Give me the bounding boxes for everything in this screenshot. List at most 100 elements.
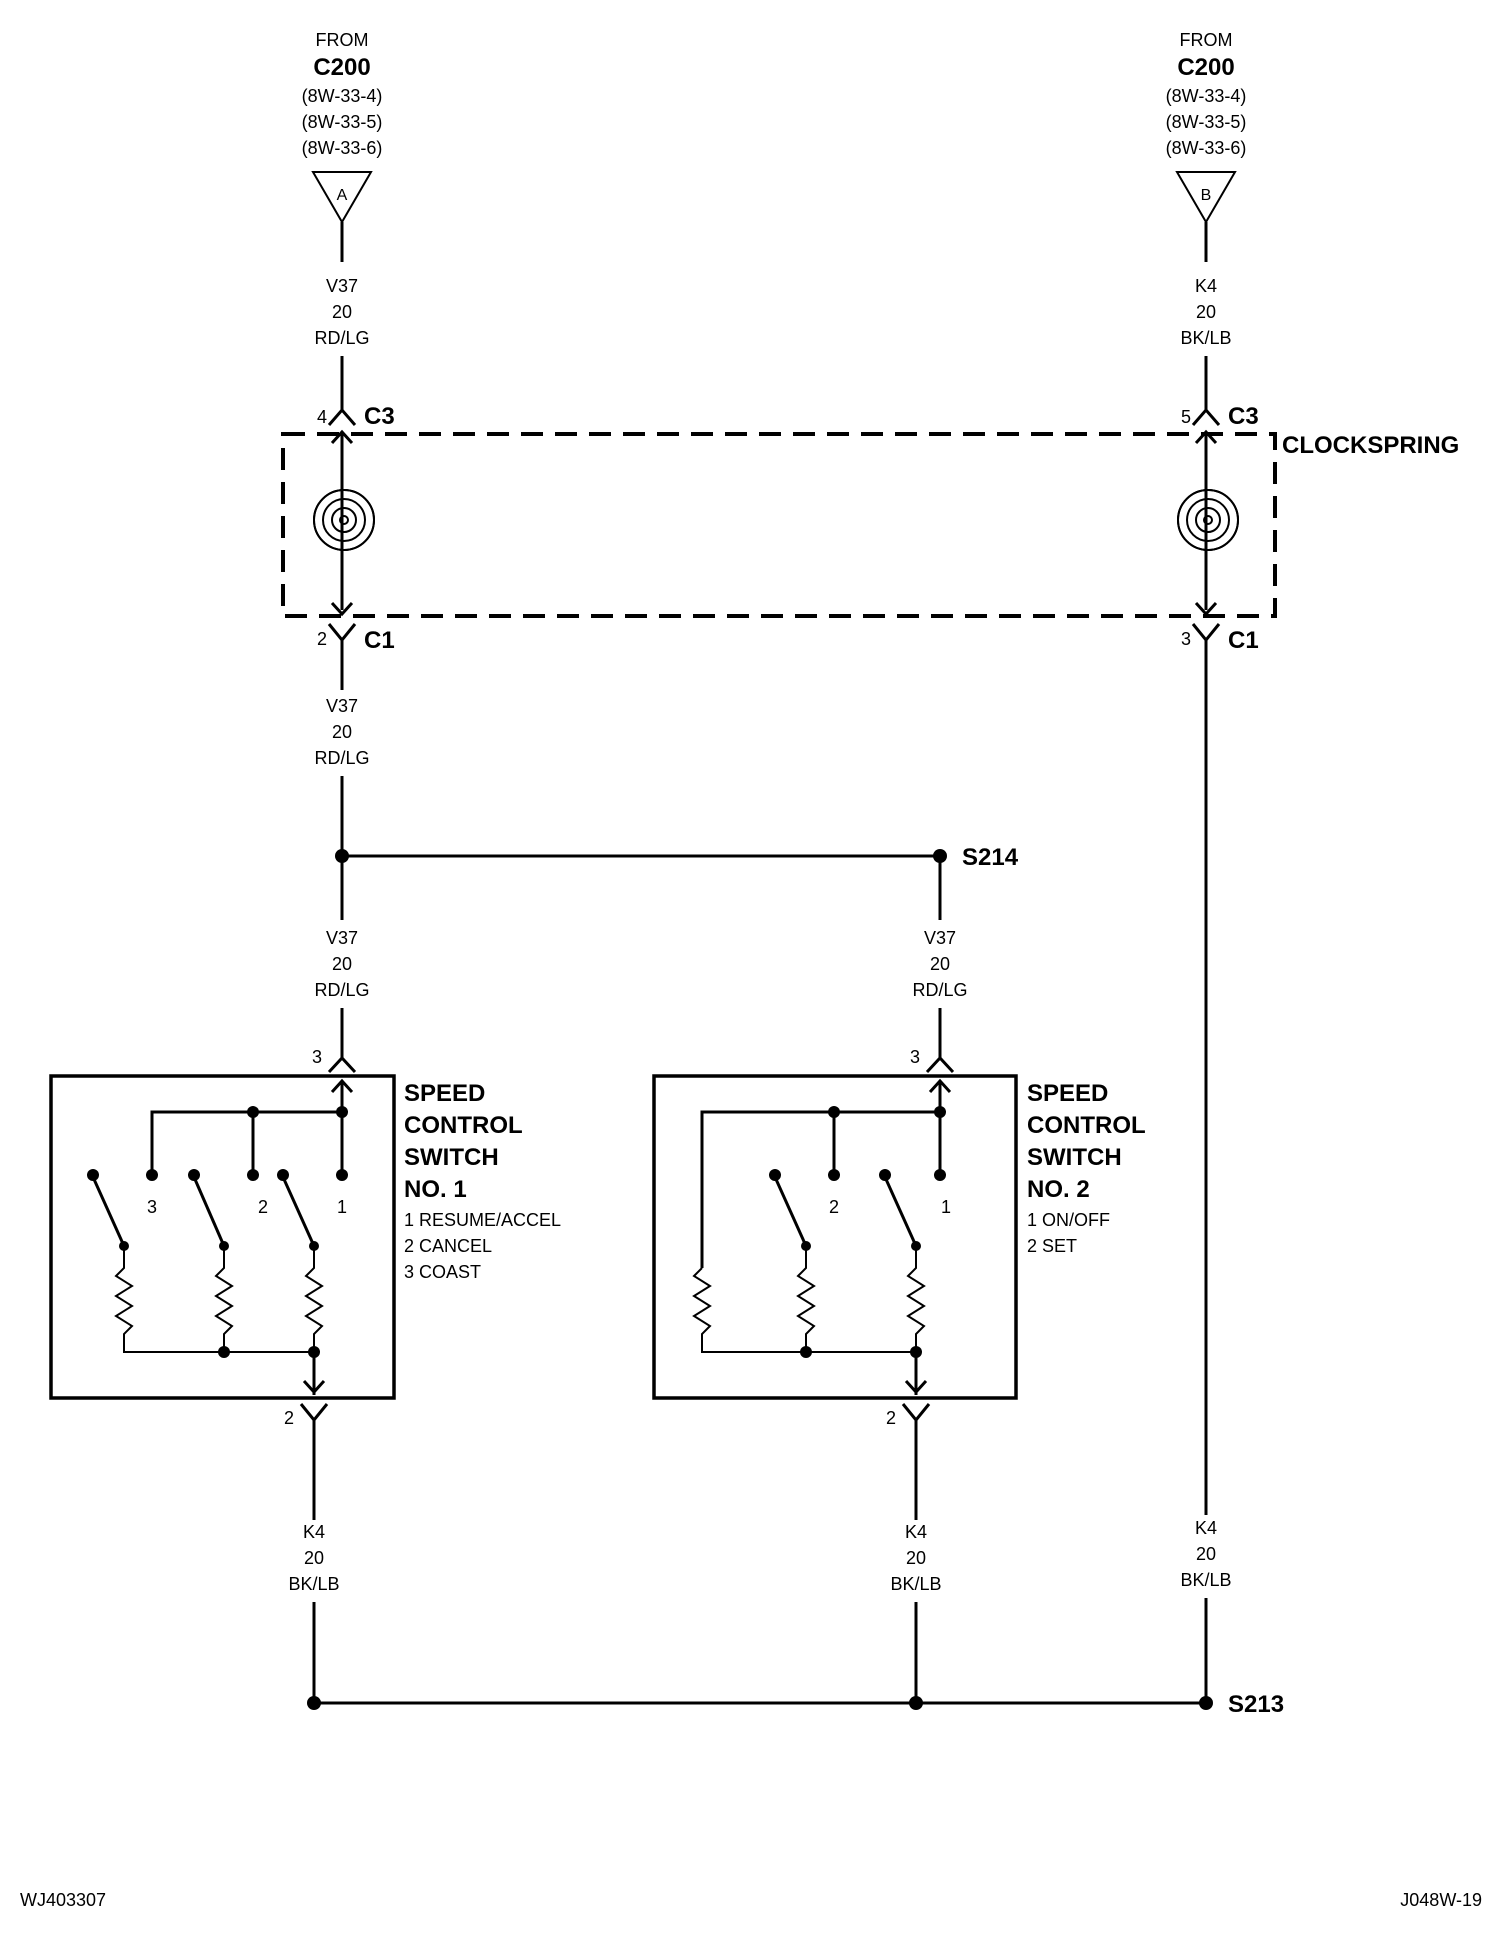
switch1-blade-3-pivot	[87, 1169, 99, 1181]
source-b: FROM C200 (8W-33-4) (8W-33-5) (8W-33-6) …	[1166, 30, 1247, 224]
switch2-contact-1	[934, 1169, 946, 1181]
switch2-out-chevron-inner	[904, 1379, 928, 1395]
wire-v37-sw1-gauge: 20	[332, 954, 352, 974]
switch1-in-chevron	[327, 1055, 357, 1074]
source-a-from: FROM	[316, 30, 369, 50]
switch1-bus-node-2	[247, 1106, 259, 1118]
switch2-legend-1: 1 ON/OFF	[1027, 1210, 1110, 1230]
wire-v37-top-gauge: 20	[332, 302, 352, 322]
source-b-letter: B	[1201, 187, 1212, 204]
switch2-bus-node-2	[828, 1106, 840, 1118]
wire-v37-mid-gauge: 20	[332, 722, 352, 742]
switch2-res-node-2	[800, 1346, 812, 1358]
splice-s214-label: S214	[962, 844, 1019, 871]
clockspring-boundary	[281, 432, 1277, 618]
wire-k4-sw2-color: BK/LB	[890, 1574, 941, 1594]
switch1-contact-3-label: 3	[147, 1197, 157, 1217]
switch1-blade-1-pivot	[277, 1169, 289, 1181]
wire-k4-sw1-circuit: K4	[303, 1522, 325, 1542]
splice-s213-right-dot	[1199, 1696, 1213, 1710]
c1-left-chevron-inner	[330, 601, 354, 617]
switch1-title-2: CONTROL	[404, 1112, 523, 1139]
source-a-ref-3: (8W-33-6)	[302, 138, 383, 158]
switch1-pin-out: 2	[284, 1408, 294, 1428]
switch1-title-3: SWITCH	[404, 1144, 499, 1171]
c1-left-chevron	[327, 623, 357, 643]
switch2-pin-out: 2	[886, 1408, 896, 1428]
switch2-contact-2-label: 2	[829, 1197, 839, 1217]
wire-k4-sw1-color: BK/LB	[288, 1574, 339, 1594]
wire-k4-top-circuit: K4	[1195, 276, 1217, 296]
switch1-blade-2-pivot	[188, 1169, 200, 1181]
switch2-title-2: CONTROL	[1027, 1112, 1146, 1139]
switch2-out-chevron	[901, 1403, 931, 1423]
switch1-contact-2-label: 2	[258, 1197, 268, 1217]
switch2-contact-2	[828, 1169, 840, 1181]
wire-k4-top-gauge: 20	[1196, 302, 1216, 322]
source-a-connector: C200	[313, 54, 370, 81]
switch1-resistor-2	[214, 1246, 234, 1352]
wire-k4-right-color: BK/LB	[1180, 1570, 1231, 1590]
switch2-contact-1-label: 1	[941, 1197, 951, 1217]
switch2-pin-in: 3	[910, 1047, 920, 1067]
clockspring-left-spiral-icon	[313, 489, 375, 551]
switch2-resistor-1	[906, 1246, 926, 1352]
splice-s213-label: S213	[1228, 1691, 1284, 1718]
switch2-in-chevron	[925, 1055, 955, 1074]
wire-k4-top-color: BK/LB	[1180, 328, 1231, 348]
wire-v37-sw1-circuit: V37	[326, 928, 358, 948]
clockspring-right-spiral-icon	[1177, 489, 1239, 551]
clockspring-pin-left-top: 4	[317, 407, 327, 427]
splice-s213-mid-dot	[909, 1696, 923, 1710]
switch2-top-bus	[700, 1110, 940, 1268]
c3-left-chevron	[327, 407, 357, 426]
switch2-legend-2: 2 SET	[1027, 1236, 1077, 1256]
switch1-blade-3	[91, 1176, 126, 1247]
switch1-title-4: NO. 1	[404, 1176, 467, 1203]
clockspring-conn-bottom-left: C1	[364, 627, 395, 654]
source-b-connector: C200	[1177, 54, 1234, 81]
wire-v37-sw2-gauge: 20	[930, 954, 950, 974]
switch1-blade-2	[192, 1176, 226, 1247]
clockspring-conn-bottom-right: C1	[1228, 627, 1259, 654]
switch1-out-chevron-inner	[302, 1379, 326, 1395]
splice-s213-left-dot	[307, 1696, 321, 1710]
source-b-ref-3: (8W-33-6)	[1166, 138, 1247, 158]
source-b-ref-2: (8W-33-5)	[1166, 112, 1247, 132]
switch1-legend-2: 2 CANCEL	[404, 1236, 492, 1256]
footer-left-code: WJ403307	[20, 1890, 106, 1910]
switch2-blade-2-pivot	[769, 1169, 781, 1181]
source-a-ref-2: (8W-33-5)	[302, 112, 383, 132]
switch2-title-1: SPEED	[1027, 1080, 1108, 1107]
clockspring-pin-left-bottom: 2	[317, 629, 327, 649]
wire-v37-mid-circuit: V37	[326, 696, 358, 716]
speed-control-switch-2: 3 2 1 SPEED CONTROL SWITCH NO. 2 1 ON/OF…	[652, 1047, 1146, 1428]
switch1-contact-3	[146, 1169, 158, 1181]
switch1-pin-in: 3	[312, 1047, 322, 1067]
switch2-blade-1	[883, 1176, 918, 1247]
switch2-blade-1-pivot	[879, 1169, 891, 1181]
clockspring-label: CLOCKSPRING	[1282, 432, 1459, 459]
source-a-letter: A	[337, 187, 348, 204]
c1-right-chevron-inner	[1194, 601, 1218, 617]
switch1-contact-1-label: 1	[337, 1197, 347, 1217]
wire-v37-sw1-color: RD/LG	[314, 980, 369, 1000]
wire-k4-right-gauge: 20	[1196, 1544, 1216, 1564]
switch1-contact-1	[336, 1169, 348, 1181]
switch2-resistor-2	[796, 1246, 816, 1352]
clockspring: CLOCKSPRING 4 C3 5 C3 2	[281, 403, 1459, 654]
switch1-resistor-3	[114, 1246, 314, 1353]
switch2-title-4: NO. 2	[1027, 1176, 1090, 1203]
source-b-from: FROM	[1180, 30, 1233, 50]
wire-v37-top-circuit: V37	[326, 276, 358, 296]
clockspring-conn-top-left: C3	[364, 403, 395, 430]
switch1-res-node-2	[218, 1346, 230, 1358]
switch1-resistor-1	[304, 1246, 324, 1352]
source-a-ref-1: (8W-33-4)	[302, 86, 383, 106]
switch1-title-1: SPEED	[404, 1080, 485, 1107]
switch1-legend-3: 3 COAST	[404, 1262, 481, 1282]
clockspring-conn-top-right: C3	[1228, 403, 1259, 430]
switch2-bus-node-1	[934, 1106, 946, 1118]
wire-v37-mid-color: RD/LG	[314, 748, 369, 768]
footer-right-code: J048W-19	[1400, 1890, 1482, 1910]
